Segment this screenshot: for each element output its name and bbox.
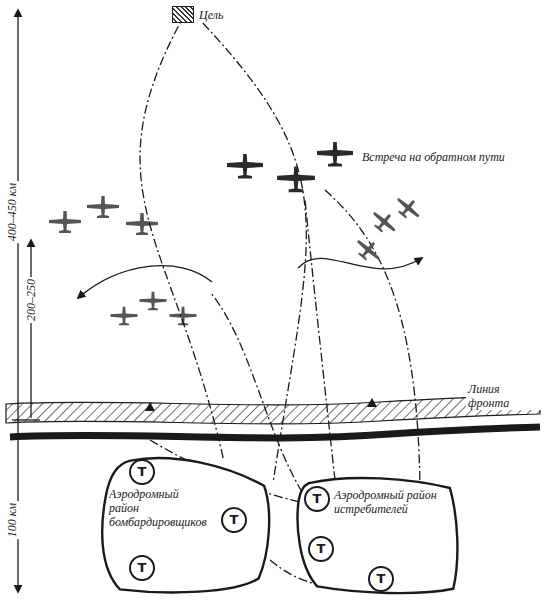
target-box <box>172 6 194 23</box>
target-marker: Цель <box>172 6 223 23</box>
airfield-circle: Т <box>129 459 155 485</box>
airfield-circle: Т <box>368 566 394 592</box>
front-line-label: Линия фронта <box>466 382 544 410</box>
distance-label: 400–450 км <box>5 181 19 243</box>
airfield-region: Аэродромный район истребителейТТТ <box>292 476 460 596</box>
airfield-letter: Т <box>313 492 322 506</box>
airfield-circle: Т <box>304 486 330 512</box>
airfield-circle: Т <box>129 555 155 581</box>
flight-route <box>203 23 306 483</box>
target-label: Цель <box>199 8 223 22</box>
region-label: Аэродромный район бомбардировщиков <box>109 487 211 529</box>
airfield-circle: Т <box>221 507 247 533</box>
distance-label: 200–250 <box>24 277 38 323</box>
airfield-region: Аэродромный район бомбардировщиковТТТ <box>95 455 273 595</box>
airfield-letter: Т <box>230 513 239 527</box>
airfield-letter: Т <box>138 465 147 479</box>
region-label: Аэродромный район истребителей <box>334 488 438 516</box>
distance-label: 100 км <box>5 501 19 539</box>
airfield-letter: Т <box>377 572 386 586</box>
note-label: Встреча на обратном пути <box>360 150 507 164</box>
airfield-letter: Т <box>317 542 326 556</box>
airfield-letter: Т <box>138 561 147 575</box>
airfield-circle: Т <box>308 536 334 562</box>
flight-route <box>140 23 223 458</box>
